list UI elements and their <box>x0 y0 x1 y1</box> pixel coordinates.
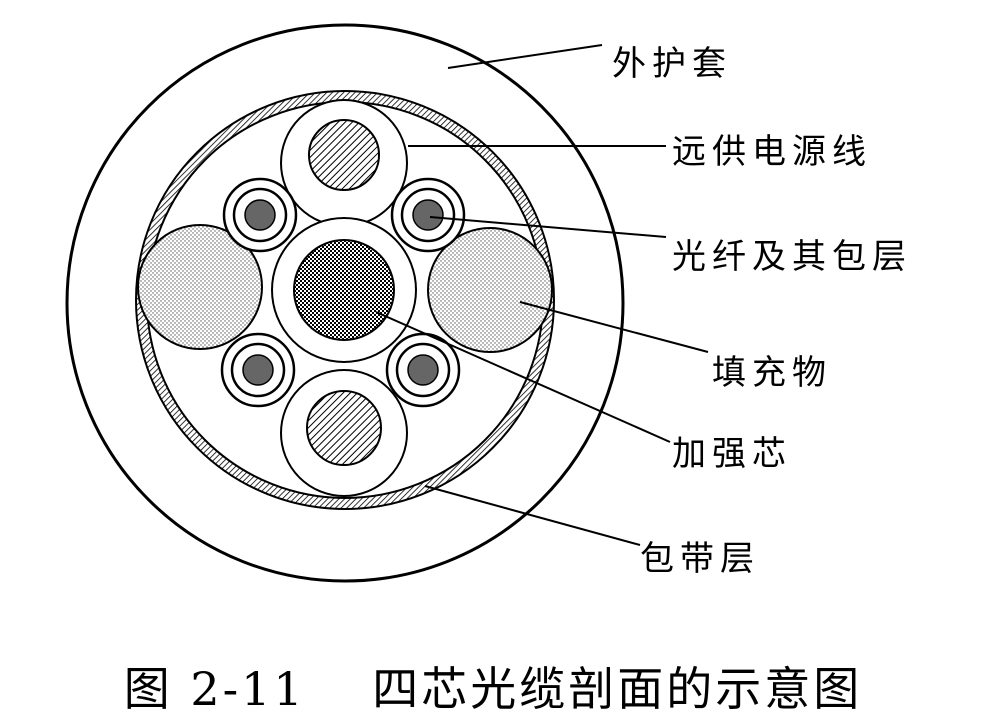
label-tape-layer: 包带层 <box>640 539 760 579</box>
label-filler: 填充物 <box>712 353 832 393</box>
fiber-bottom-left <box>220 332 296 408</box>
leader-fiber <box>429 216 667 238</box>
leader-outer-jacket <box>447 44 603 69</box>
fiber-bottom-right <box>385 332 461 408</box>
figure-caption: 图 2-11 四芯光缆剖面的示意图 <box>124 662 863 716</box>
leader-strength-core <box>375 311 671 443</box>
strength-core <box>271 217 417 363</box>
label-strength-core: 加强芯 <box>672 434 792 474</box>
label-outer-jacket: 外护套 <box>612 44 732 84</box>
leader-filler <box>519 301 709 353</box>
power-line-top <box>280 99 408 227</box>
fiber-top-right <box>390 177 466 253</box>
filler-right <box>427 227 553 353</box>
leader-tape-layer <box>424 485 641 546</box>
label-power-line: 远供电源线 <box>672 132 872 172</box>
label-fiber: 光纤及其包层 <box>672 237 912 277</box>
filler-left <box>137 224 263 350</box>
fiber-top-left <box>222 177 298 253</box>
power-line-bottom <box>280 369 408 497</box>
